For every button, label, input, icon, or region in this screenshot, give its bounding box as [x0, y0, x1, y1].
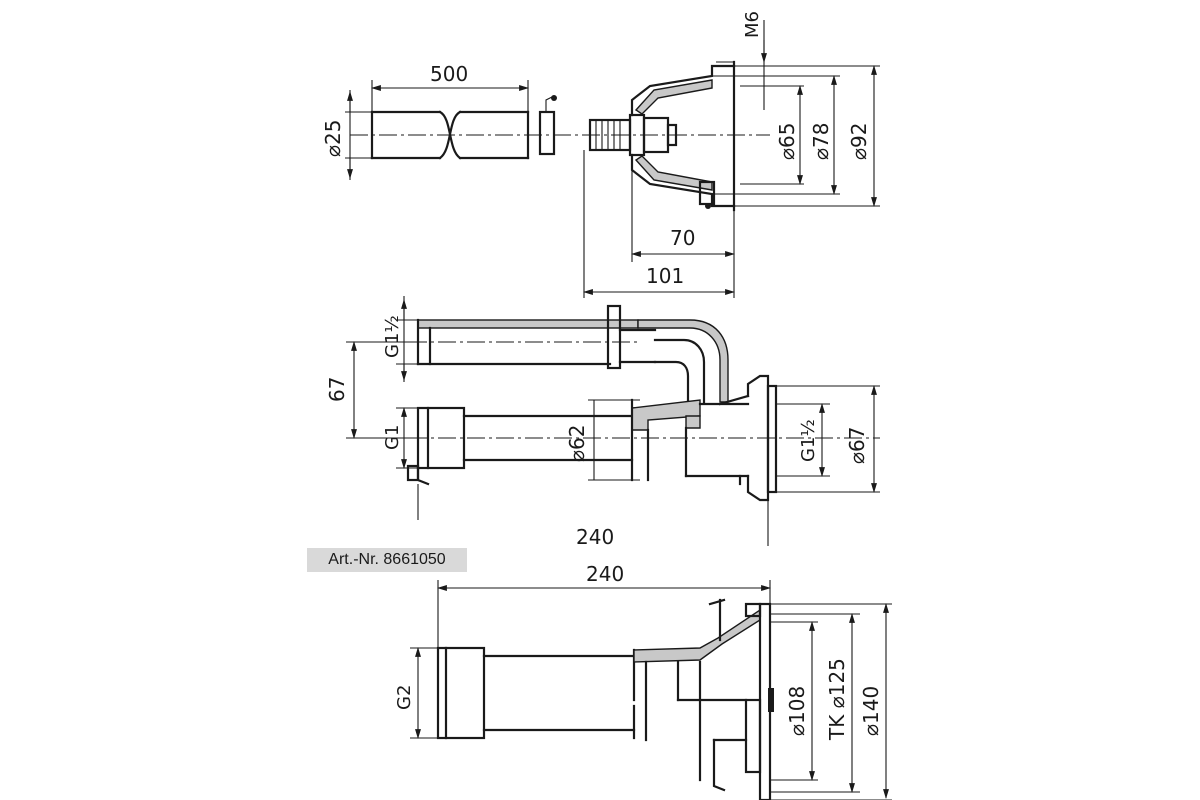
pipe-piece — [370, 95, 557, 160]
dim-thread-g1-half-outlet: G1½ — [798, 419, 819, 462]
dim-depth-101: 101 — [646, 264, 684, 288]
dim-length-500: 500 — [430, 62, 468, 86]
dim-diameter-25: ⌀25 — [321, 120, 345, 158]
dim-diameter-78: ⌀78 — [809, 123, 833, 161]
top-view: 500 ⌀25 M6 ⌀65 ⌀78 ⌀92 70 101 — [321, 11, 880, 298]
dim-diameter-92: ⌀92 — [847, 123, 871, 161]
dim-bore-62: ⌀62 — [565, 425, 589, 463]
dim-length-240-middle: 240 — [576, 525, 614, 549]
nozzle-housing — [630, 60, 736, 212]
dim-length-240-bottom: 240 — [586, 562, 624, 586]
dim-thread-m6: M6 — [742, 11, 763, 38]
dim-pitch-circle-125: TK ⌀125 — [825, 658, 849, 741]
dim-thread-g1-half-top: G1½ — [382, 315, 403, 358]
dim-flange-67: ⌀67 — [845, 427, 869, 465]
dim-diameter-108: ⌀108 — [785, 686, 809, 736]
upper-pipe — [416, 304, 729, 404]
middle-view: G1½ 67 G1 ⌀62 G1½ ⌀67 240 — [325, 296, 880, 549]
dim-thread-g1: G1 — [382, 425, 403, 450]
bottom-view: 240 G2 ⌀108 TK ⌀125 ⌀140 — [394, 562, 892, 800]
dim-spacing-67: 67 — [325, 377, 349, 402]
bottom-body — [436, 598, 774, 800]
dim-diameter-140: ⌀140 — [859, 686, 883, 736]
dim-diameter-65: ⌀65 — [775, 123, 799, 161]
article-number-label: Art.-Nr. 8661050 — [307, 548, 467, 572]
dim-thread-g2: G2 — [394, 685, 415, 710]
dim-depth-70: 70 — [670, 226, 695, 250]
